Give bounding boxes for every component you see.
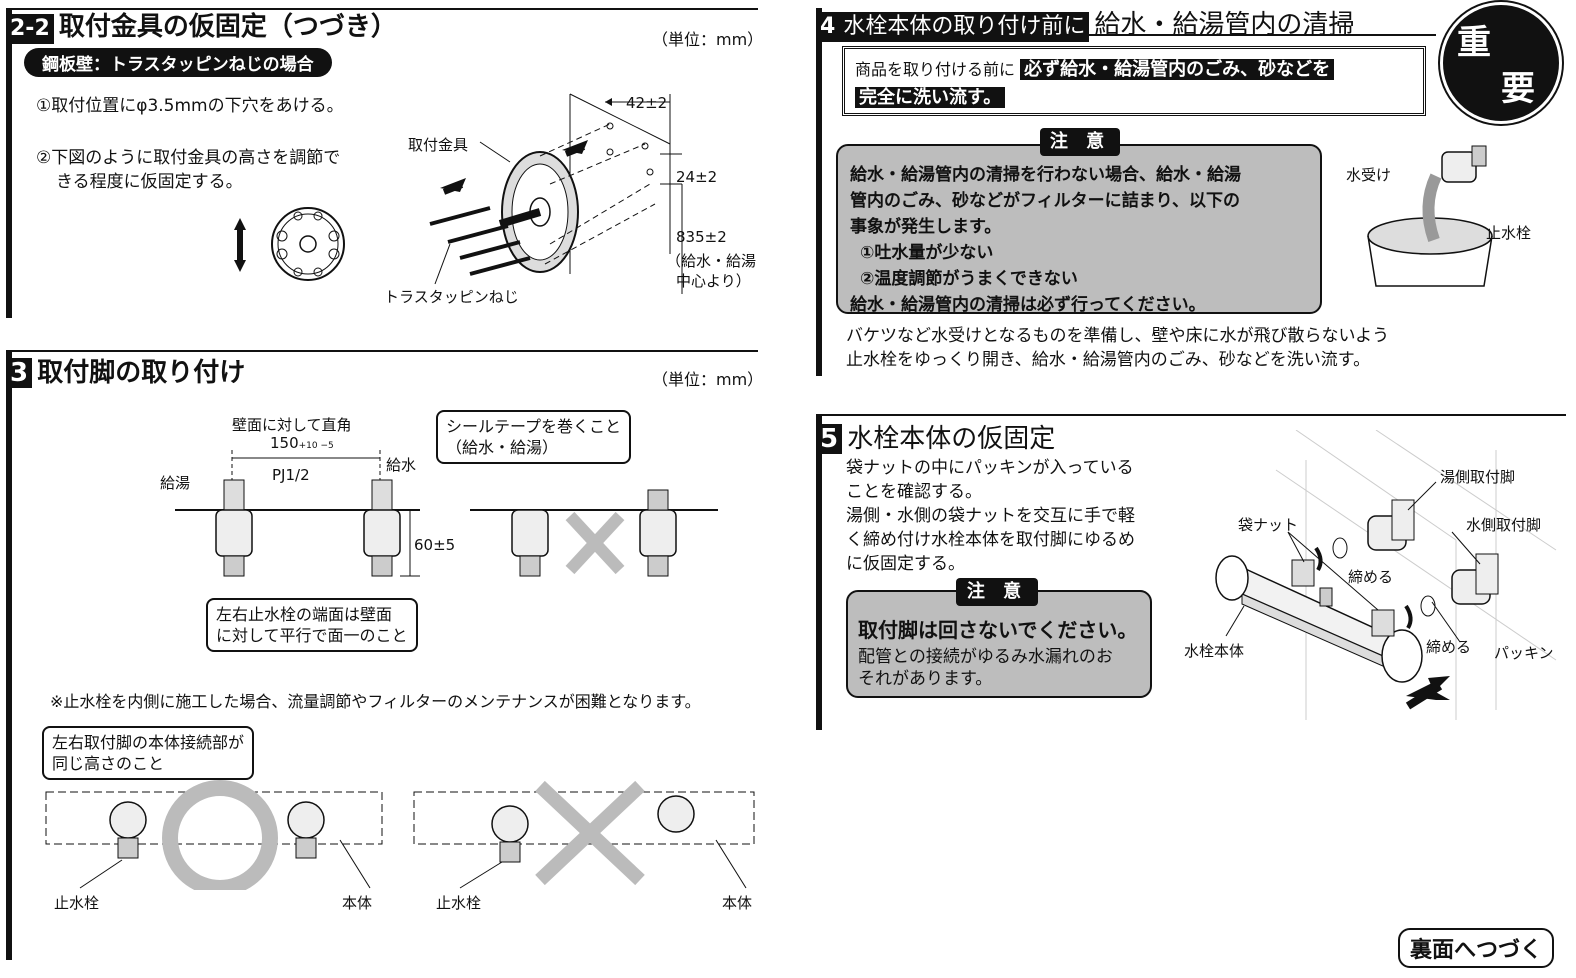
label-perpendicular: 壁面に対して直角 [232,416,352,434]
section-2-2-topline [6,8,758,10]
label-bucket: 水受け [1346,166,1392,184]
dim-24: 24±2 [676,168,718,186]
callout-same-height: 左右取付脚の本体接続部が 同じ高さのこと [42,726,255,780]
label-hot: 給湯 [160,474,191,492]
step-2-line2: きる程度に仮固定する。 [56,172,243,192]
bracket-front-diagram [234,207,345,281]
note-inside-install: ※止水栓を内側に施工した場合、流量調節やフィルターのメンテナンスが困難となります… [50,692,701,711]
caution-text: 給水・給湯管内の清掃を行わない場合、給水・給湯 管内のごみ、砂などがフィルターに… [850,165,1241,315]
section-3 [6,350,764,960]
section-title: 給水・給湯管内の清掃 [1094,10,1355,40]
label-pj: PJ1/2 [272,466,310,484]
bucket-diagram [1367,145,1493,287]
label-tighten-2: 締める [1426,638,1472,656]
section-5 [816,414,1572,730]
section-title: 取付金具の仮固定（つづき） [58,12,397,42]
caution-title: 注 意 [1040,128,1120,156]
label-body-right: 本体 [722,894,753,912]
callout-flush: 左右止水栓の端面は壁面 に対して平行で面一のこと [206,598,418,652]
sec4-body-line2: 止水栓をゆっくり開き、給水・給湯管内のごみ、砂などを洗い流す。 [846,350,1371,370]
section-number: 3 [6,358,33,388]
label-screw: トラスタッピンねじ [384,288,519,306]
stopvalve-side-diagram [175,450,718,577]
label-tighten-1: 締める [1348,568,1394,586]
step-1: ①取付位置にφ3.5mmの下穴をあける。 [36,96,344,116]
section-number: 4 [816,12,840,42]
dim-835: 835±2 [676,228,727,246]
label-packing: パッキン [1494,644,1554,662]
section-2-2-header: 2-2 取付金具の仮固定（つづき） [6,6,397,44]
label-body-left: 本体 [342,894,373,912]
dim-835-note1: （給水・給湯 [666,252,757,270]
faucet-body-diagram [1215,430,1557,720]
label-stopvalve: 止水栓 [1486,224,1532,242]
label-cold-leg: 水側取付脚 [1466,516,1542,534]
continue-on-back-label: 裏面へつづく [1398,928,1555,968]
dim-42: 42±2 [626,94,668,112]
caution-title: 注 意 [956,578,1038,606]
caution-text: 配管との接続がゆるみ水漏れのお それがあります。 [858,647,1113,689]
caution-box [846,590,1152,698]
bracket-exploded-diagram [429,93,683,294]
section-5-header: 5 水栓本体の仮固定 [816,418,1055,455]
unit-label: （単位：mm） [652,30,764,49]
label-hot-leg: 湯側取付脚 [1440,468,1516,486]
section-3-topline [6,350,758,352]
subheader-pill: 鋼板壁：トラスタッピンねじの場合 [24,48,332,77]
caution-bold: 取付脚は回さないでください。 [858,618,1138,642]
callout-seal-tape: シールテープを巻くこと （給水・給湯） [436,410,632,464]
caution-box [836,144,1322,314]
important-badge: 重 要 [1440,2,1562,124]
label-cap-nut: 袋ナット [1238,516,1299,534]
section-number: 2-2 [6,14,54,44]
sec4-body-line1: バケツなど水受けとなるものを準備し、壁や床に水が飛び散らないよう [846,326,1390,346]
label-bracket: 取付金具 [408,136,469,154]
section-5-topline [816,414,1566,416]
section-4-topline [816,34,1436,36]
section-2-2 [6,8,764,318]
label-faucet-body: 水栓本体 [1184,642,1245,660]
section-number: 5 [816,424,843,454]
label-cold: 給水 [386,456,417,474]
dim-150: 150+10 −5 [270,434,334,452]
section-title-highlight: 水栓本体の取り付け前に [839,12,1090,42]
dim-60: 60±5 [414,536,456,554]
section-title: 水栓本体の仮固定 [847,424,1056,454]
stopvalve-top-diagram [45,780,755,890]
label-stopvalve-right: 止水栓 [436,894,482,912]
important-box: 商品を取り付ける前に 必ず給水・給湯管内のごみ、砂などを 完全に洗い流す。 [842,46,1426,116]
unit-label: （単位：mm） [652,370,764,389]
dim-835-note2: 中心より） [676,272,751,290]
label-stopvalve-left: 止水栓 [54,894,100,912]
step-2-line1: ②下図のように取付金具の高さを調節で [36,148,341,168]
section-title: 取付脚の取り付け [37,358,246,388]
sec5-text: 袋ナットの中にパッキンが入っている ことを確認する。 湯側・水側の袋ナットを交互… [846,458,1135,574]
section-3-header: 3 取付脚の取り付け [6,352,245,389]
section-4 [816,8,1482,376]
